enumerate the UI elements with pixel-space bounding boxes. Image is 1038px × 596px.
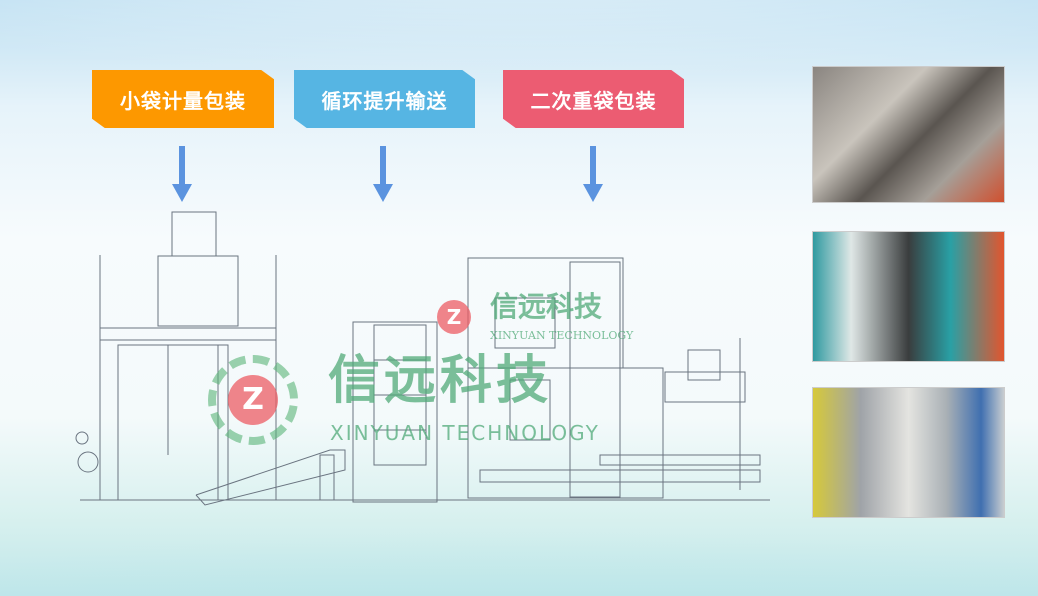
down-arrow-icon [172,146,192,202]
down-arrow-icon [583,146,603,202]
step-heavy-bag-packing: 二次重袋包装 [503,70,684,128]
watermark-en-small: XINYUAN TECHNOLOGY [490,329,634,342]
lifting-conveyor-photo [812,231,1005,362]
watermark-cn-small: 信远科技 [490,290,603,323]
down-arrow-icon [373,146,393,202]
watermark-logo-small: Z [437,300,471,334]
bagging-control-photo [812,387,1005,518]
watermark-en: XINYUAN TECHNOLOGY [330,421,600,445]
weighing-station-photo [812,66,1005,203]
watermark-cn: 信远科技 [328,350,553,411]
step-small-bag-weighing: 小袋计量包装 [92,70,274,128]
watermark-logo [208,355,298,445]
watermark-logo: Z [228,375,278,425]
step-lift-conveying: 循环提升输送 [294,70,475,128]
